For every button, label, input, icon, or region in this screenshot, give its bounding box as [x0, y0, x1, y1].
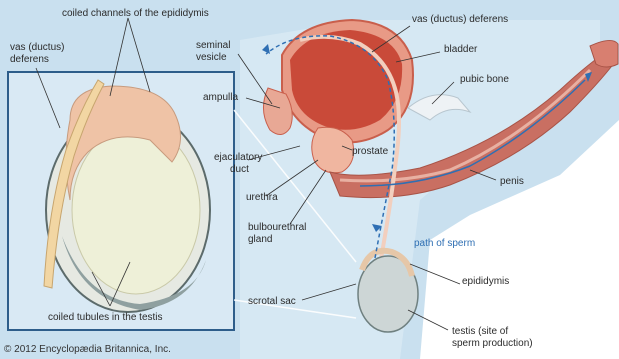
- label-coiled-tubules: coiled tubules in the testis: [48, 312, 163, 323]
- copyright-notice: © 2012 Encyclopædia Britannica, Inc.: [4, 344, 171, 355]
- label-penis: penis: [500, 176, 524, 187]
- label-vas-inset-1: vas (ductus): [10, 42, 64, 53]
- label-testis-1: testis (site of: [452, 326, 508, 337]
- label-pubic-bone: pubic bone: [460, 74, 509, 85]
- label-bulbo-1: bulbourethral: [248, 222, 306, 233]
- bladder-interior: [290, 30, 402, 130]
- label-ejaculatory-1: ejaculatory: [214, 152, 262, 163]
- label-ampulla: ampulla: [203, 92, 238, 103]
- label-seminal-1: seminal: [196, 40, 230, 51]
- inset-tubules-region: [72, 126, 200, 294]
- label-vas-main: vas (ductus) deferens: [412, 14, 508, 25]
- label-prostate: prostate: [352, 146, 388, 157]
- label-scrotal-sac: scrotal sac: [248, 296, 296, 307]
- label-urethra: urethra: [246, 192, 278, 203]
- label-path-of-sperm: path of sperm: [414, 238, 475, 249]
- label-ejaculatory-2: duct: [230, 164, 249, 175]
- label-coiled-channels: coiled channels of the epididymis: [62, 8, 209, 19]
- label-vas-inset-2: deferens: [10, 54, 49, 65]
- label-bladder: bladder: [444, 44, 477, 55]
- label-bulbo-2: gland: [248, 234, 272, 245]
- label-epididymis: epididymis: [462, 276, 509, 287]
- label-seminal-2: vesicle: [196, 52, 227, 63]
- label-testis-2: sperm production): [452, 338, 533, 349]
